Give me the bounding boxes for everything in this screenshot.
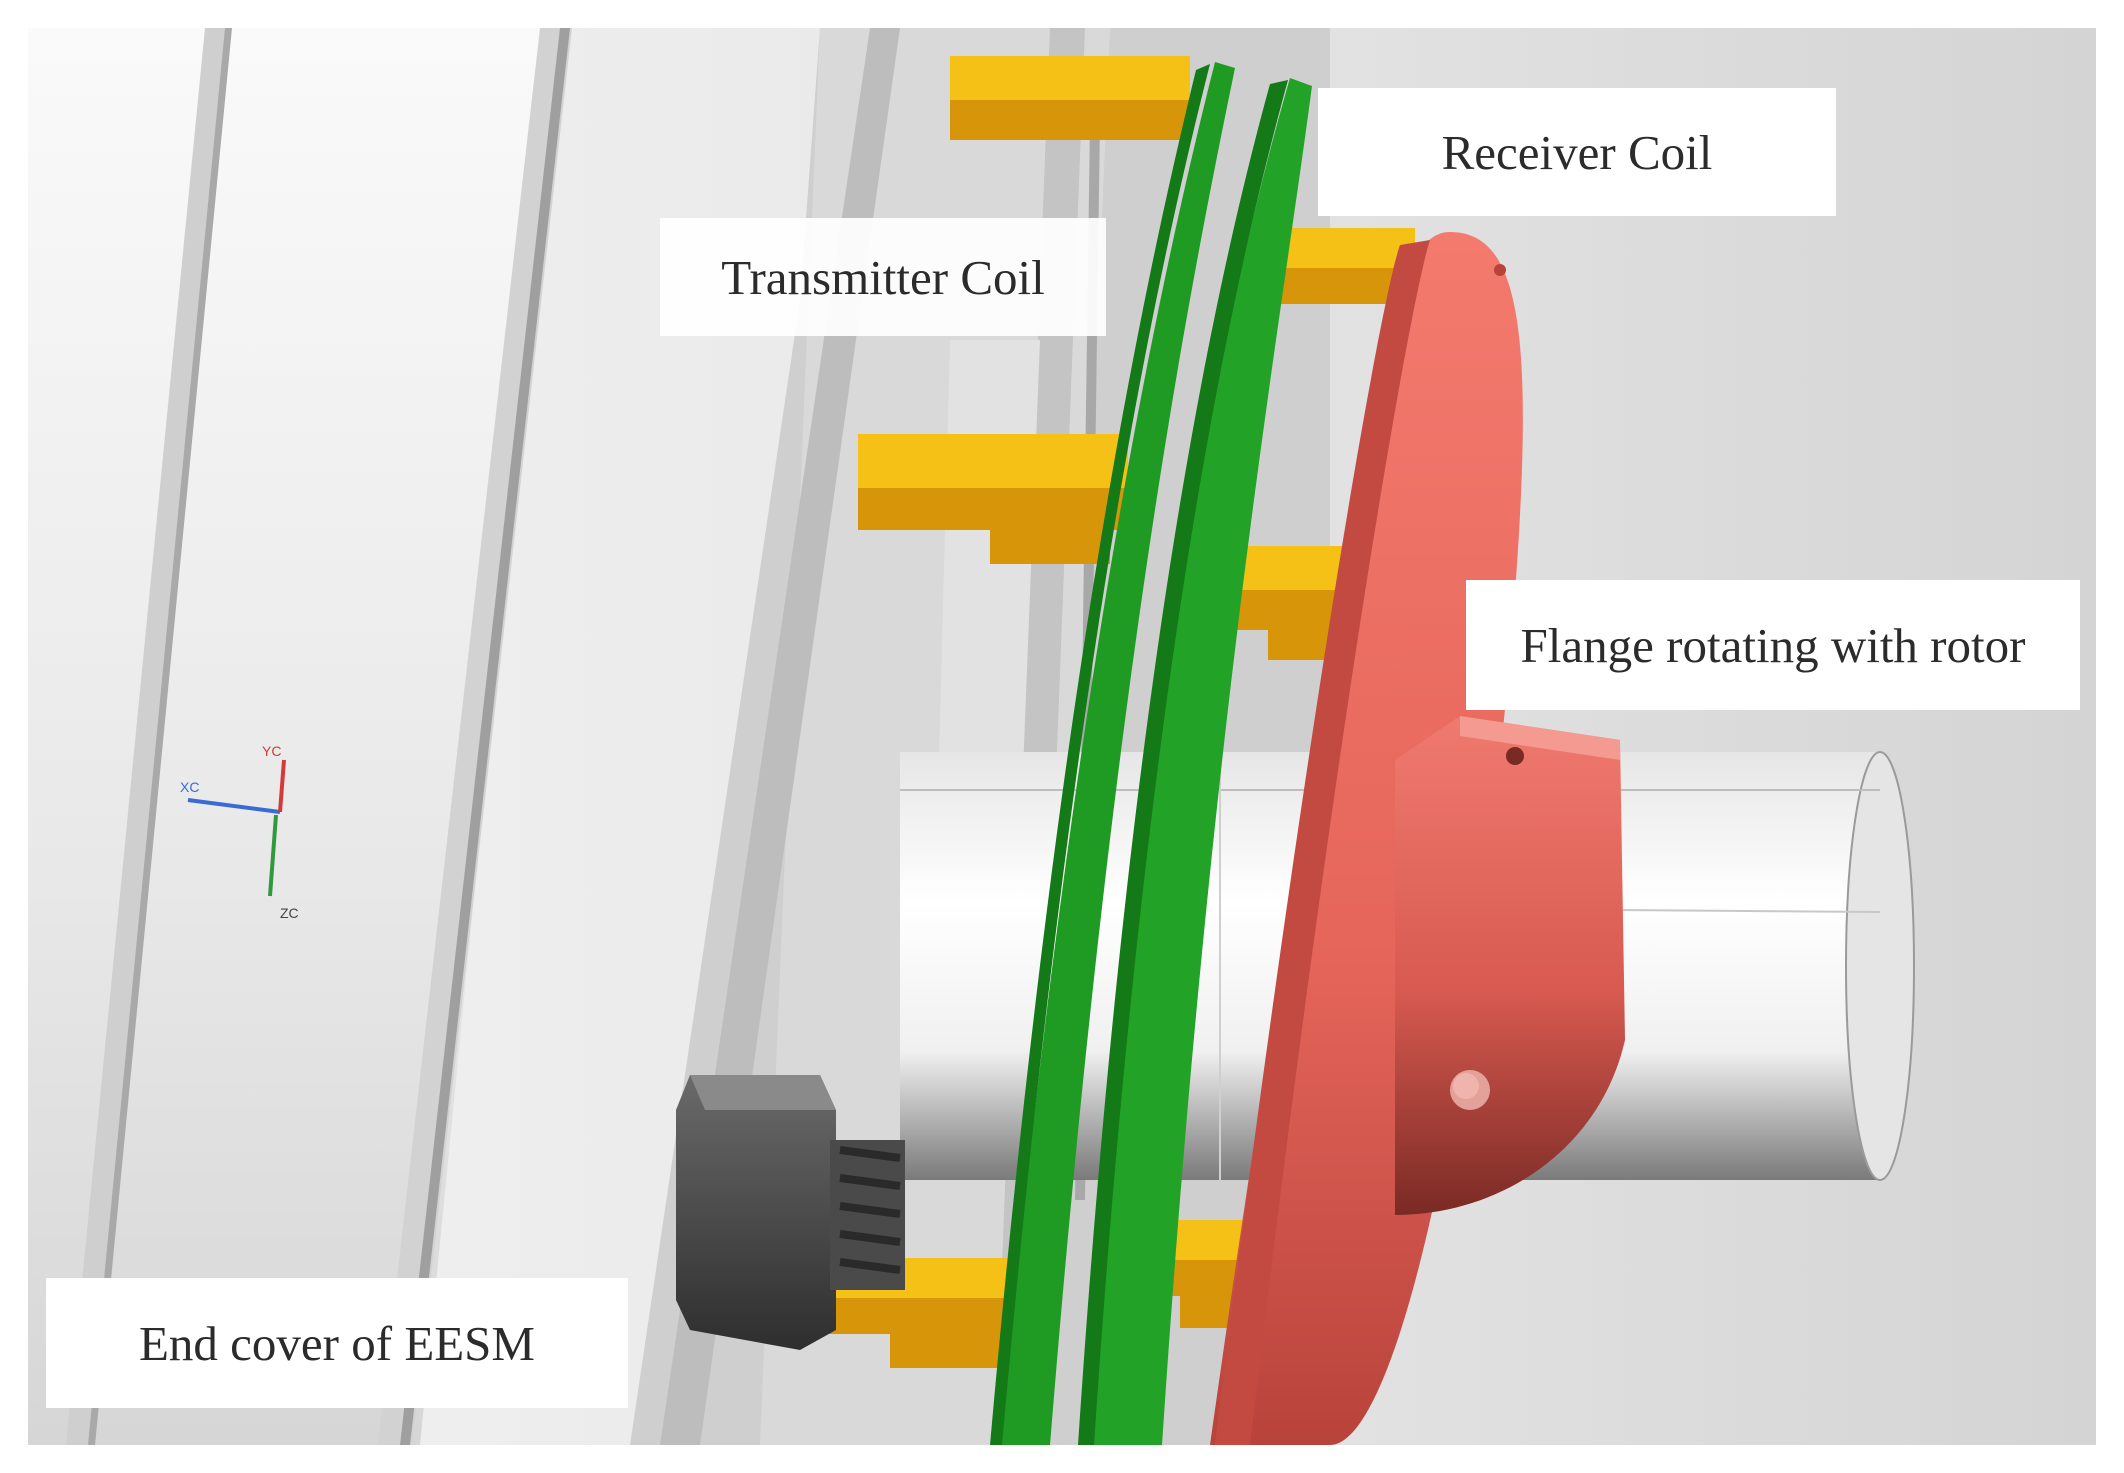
standoff-spacers: [815, 56, 1415, 1368]
end-cover-label: End cover of EESM: [46, 1278, 628, 1408]
spacer-top-left: [950, 56, 1190, 140]
flange-hole: [1494, 264, 1506, 276]
spacer-middle-left: [858, 434, 1128, 564]
axis-y-label: YC: [262, 743, 281, 759]
hex-bolt: [676, 1075, 905, 1350]
hub-set-screw-hole-top: [1506, 747, 1524, 765]
receiver-coil-label-text: Receiver Coil: [1441, 124, 1713, 180]
flange-hub: [1395, 716, 1625, 1215]
flange-label-text: Flange rotating with rotor: [1520, 617, 2026, 673]
axis-z-label: ZC: [280, 905, 299, 921]
receiver-coil-label: Receiver Coil: [1318, 88, 1836, 216]
receiver-coil-ring: [1078, 78, 1312, 1445]
end-cover-label-text: End cover of EESM: [139, 1315, 535, 1371]
end-cover-plate: [28, 28, 572, 1445]
transmitter-coil-ring: [990, 62, 1235, 1445]
coordinate-axis-triad: XC YC ZC: [180, 743, 299, 921]
transmitter-coil-label: Transmitter Coil: [660, 218, 1106, 336]
transmitter-coil-label-text: Transmitter Coil: [721, 249, 1045, 305]
flange-label: Flange rotating with rotor: [1466, 580, 2080, 710]
axis-x-label: XC: [180, 779, 199, 795]
bolt-thread: [839, 1146, 901, 1274]
